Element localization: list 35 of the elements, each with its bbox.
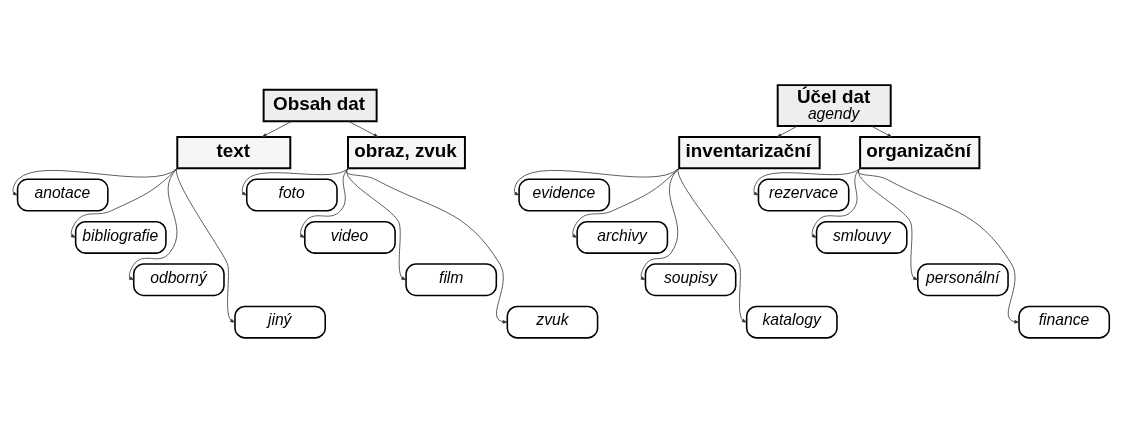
node-box: jiný (234, 305, 326, 339)
node-box: smlouvy (815, 220, 908, 254)
node-box: film (405, 263, 498, 297)
node-box: foto (245, 178, 338, 212)
arrow (70, 167, 178, 238)
arrow (241, 167, 349, 196)
node-box: bibliografie (74, 220, 167, 254)
arrow (776, 125, 798, 138)
arrow (299, 167, 349, 238)
node-box: finance (1018, 305, 1111, 339)
node-box: rezervace (757, 178, 850, 212)
arrow (348, 120, 379, 138)
node-box: archivy (576, 220, 669, 254)
arrow (870, 125, 893, 138)
arrow (261, 120, 292, 138)
node-box: video (304, 220, 396, 254)
arrow (514, 167, 680, 196)
node-box: personální (917, 263, 1009, 297)
arrow (176, 167, 235, 323)
node-box: Obsah dat (262, 88, 378, 123)
arrow (640, 167, 680, 281)
arrow (128, 167, 178, 281)
arrow (677, 167, 747, 323)
arrow (753, 167, 861, 196)
arrow (346, 167, 407, 281)
node-box: zvuk (506, 305, 599, 339)
node-box: anotace (16, 178, 109, 212)
node-box: evidence (518, 178, 611, 212)
node-box: Účel dat agendy (776, 84, 892, 127)
node-box: katalogy (745, 305, 838, 339)
arrow (346, 167, 508, 324)
node-box: soupisy (644, 263, 737, 297)
arrow (857, 167, 1020, 324)
arrow (811, 167, 861, 238)
node-box: odborný (132, 263, 225, 297)
